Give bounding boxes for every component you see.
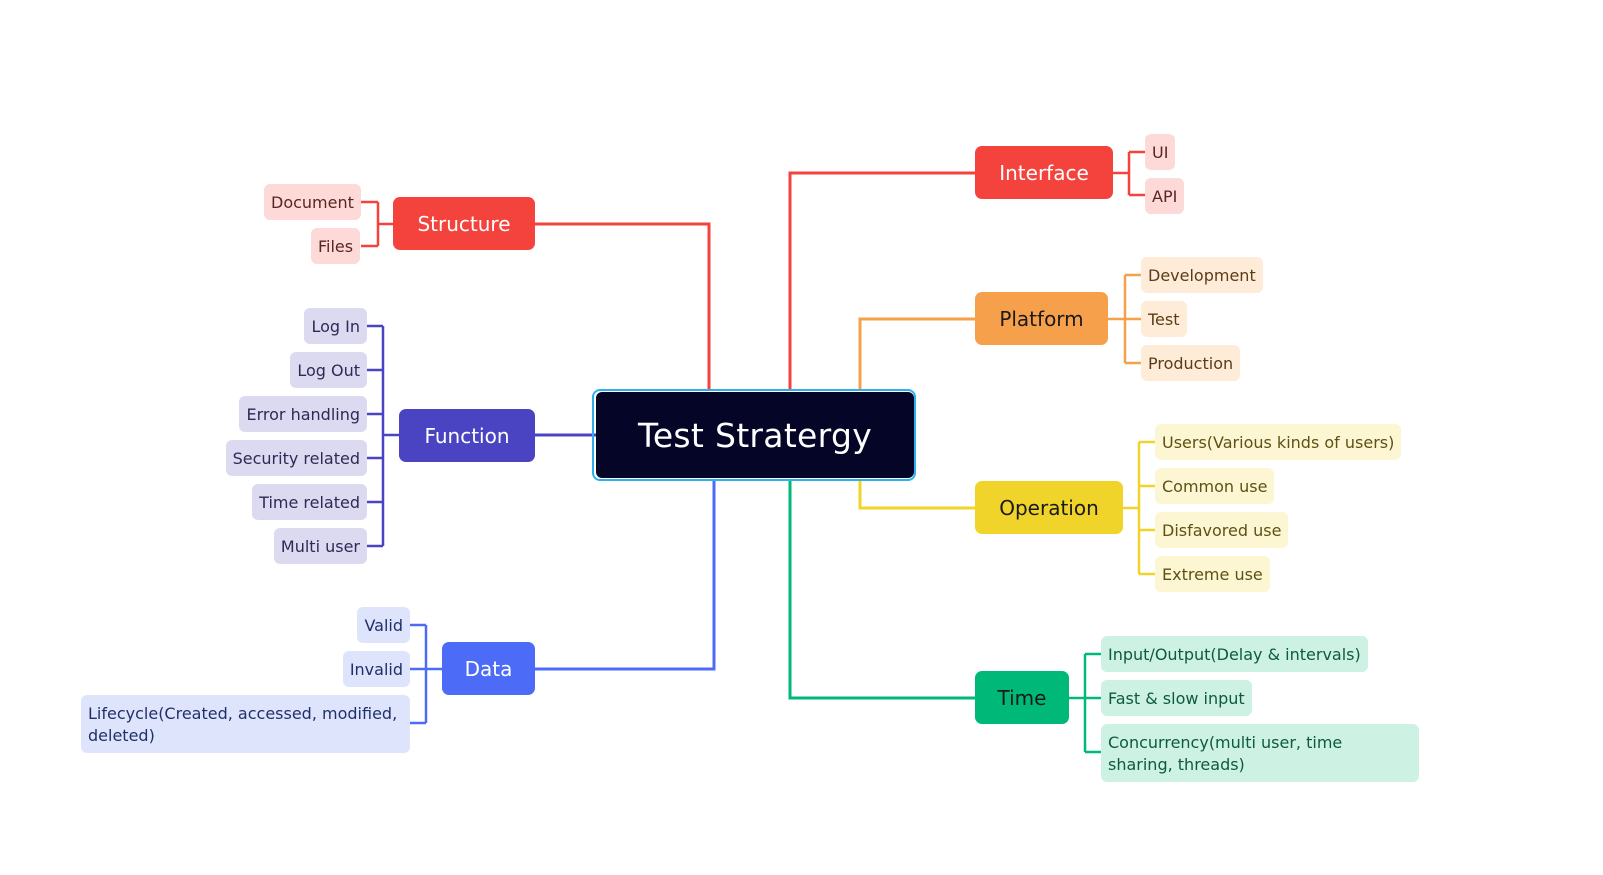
operation-leaf-disfavored-use[interactable]: Disfavored use bbox=[1155, 512, 1289, 548]
branch-structure[interactable]: Structure bbox=[393, 197, 535, 250]
branch-platform-label: Platform bbox=[999, 306, 1084, 331]
leaf-label: Files bbox=[318, 236, 354, 256]
leaf-label: Extreme use bbox=[1162, 564, 1263, 584]
leaf-label: Log In bbox=[311, 316, 360, 336]
leaf-label: Invalid bbox=[349, 659, 403, 679]
structure-leaf-files[interactable]: Files bbox=[311, 228, 361, 264]
branch-time-label: Time bbox=[997, 685, 1047, 710]
leaf-label: Multi user bbox=[280, 536, 360, 556]
leaf-label: Common use bbox=[1162, 476, 1268, 496]
data-leaf-invalid[interactable]: Invalid bbox=[342, 651, 410, 687]
structure-leaf-document[interactable]: Document bbox=[264, 184, 361, 220]
leaf-label: Fast & slow input bbox=[1108, 688, 1245, 708]
leaf-label: Error handling bbox=[246, 404, 360, 424]
branch-interface[interactable]: Interface bbox=[975, 146, 1113, 199]
function-leaf-error-handling[interactable]: Error handling bbox=[239, 396, 367, 432]
interface-leaf-ui[interactable]: UI bbox=[1145, 134, 1176, 170]
function-leaf-log-out[interactable]: Log Out bbox=[290, 352, 367, 388]
platform-leaf-test[interactable]: Test bbox=[1141, 301, 1187, 337]
leaf-label: Input/Output(Delay & intervals) bbox=[1108, 644, 1361, 664]
time-leaf-fast-slow-input[interactable]: Fast & slow input bbox=[1101, 680, 1252, 716]
branch-data-label: Data bbox=[464, 656, 513, 681]
operation-leaf-users[interactable]: Users(Various kinds of users) bbox=[1155, 424, 1402, 460]
data-leaf-valid[interactable]: Valid bbox=[357, 607, 410, 643]
branch-operation[interactable]: Operation bbox=[975, 481, 1123, 534]
leaf-label: Concurrency(multi user, time sharing, th… bbox=[1108, 733, 1343, 774]
central-topic-frame bbox=[592, 389, 916, 481]
time-leaf-input-output[interactable]: Input/Output(Delay & intervals) bbox=[1101, 636, 1368, 672]
leaf-label: Production bbox=[1148, 353, 1234, 373]
branch-function[interactable]: Function bbox=[399, 409, 535, 462]
leaf-label: Development bbox=[1148, 265, 1256, 285]
leaf-label: Test bbox=[1148, 309, 1180, 329]
platform-leaf-development[interactable]: Development bbox=[1141, 257, 1263, 293]
leaf-label: Disfavored use bbox=[1162, 520, 1282, 540]
operation-leaf-common-use[interactable]: Common use bbox=[1155, 468, 1275, 504]
branch-time[interactable]: Time bbox=[975, 671, 1069, 724]
time-leaf-concurrency[interactable]: Concurrency(multi user, time sharing, th… bbox=[1101, 724, 1419, 782]
leaf-label: API bbox=[1152, 186, 1178, 206]
leaf-label: UI bbox=[1152, 142, 1169, 162]
function-leaf-time-related[interactable]: Time related bbox=[252, 484, 367, 520]
leaf-label: Log Out bbox=[297, 360, 360, 380]
branch-interface-label: Interface bbox=[999, 160, 1089, 185]
leaf-label: Users(Various kinds of users) bbox=[1162, 432, 1395, 452]
interface-leaf-api[interactable]: API bbox=[1145, 178, 1185, 214]
function-leaf-log-in[interactable]: Log In bbox=[304, 308, 367, 344]
data-leaf-lifecycle[interactable]: Lifecycle(Created, accessed, modified, d… bbox=[81, 695, 410, 753]
branch-data[interactable]: Data bbox=[442, 642, 535, 695]
branch-operation-label: Operation bbox=[999, 495, 1099, 520]
leaf-label: Document bbox=[271, 192, 354, 212]
function-leaf-multi-user[interactable]: Multi user bbox=[273, 528, 367, 564]
central-topic-label: Test Stratergy bbox=[637, 415, 873, 455]
operation-leaf-extreme-use[interactable]: Extreme use bbox=[1155, 556, 1270, 592]
leaf-label: Lifecycle(Created, accessed, modified, d… bbox=[88, 704, 398, 745]
leaf-label: Valid bbox=[364, 615, 403, 635]
platform-leaf-production[interactable]: Production bbox=[1141, 345, 1241, 381]
branch-structure-label: Structure bbox=[417, 211, 511, 236]
branch-platform[interactable]: Platform bbox=[975, 292, 1108, 345]
leaf-label: Time related bbox=[259, 492, 360, 512]
central-topic[interactable]: Test Stratergy bbox=[596, 392, 914, 478]
branch-function-label: Function bbox=[424, 423, 510, 448]
leaf-label: Security related bbox=[232, 448, 360, 468]
function-leaf-security-related[interactable]: Security related bbox=[225, 440, 367, 476]
